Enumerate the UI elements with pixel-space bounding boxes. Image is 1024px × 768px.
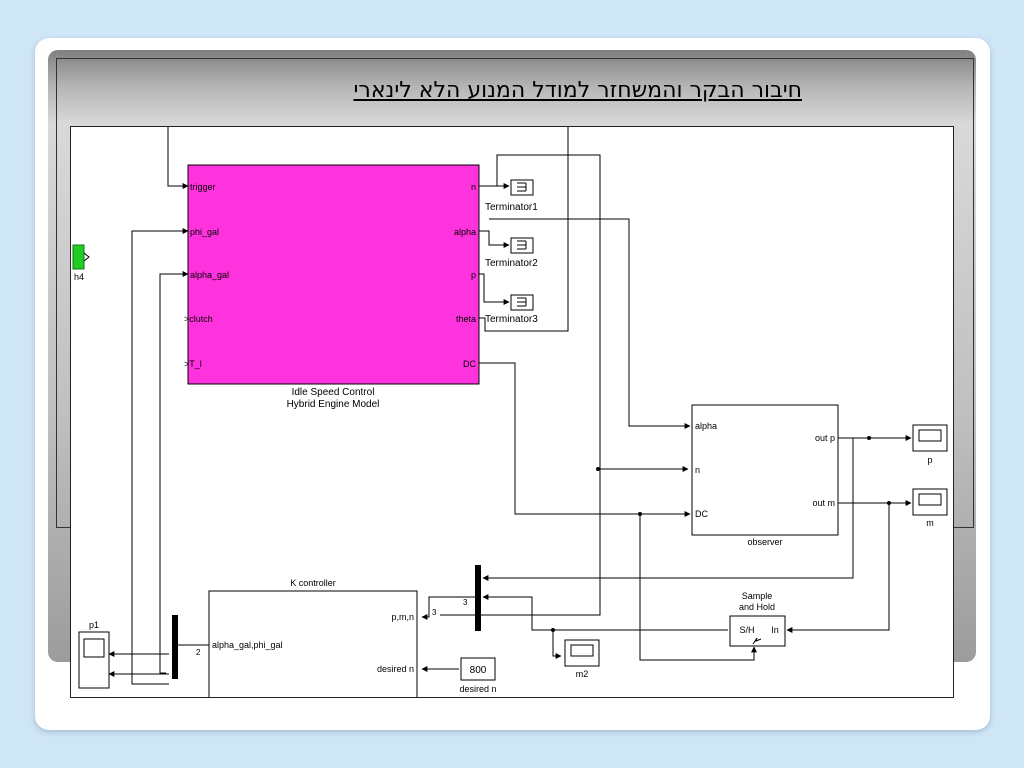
- mux-right-count: 3: [463, 598, 468, 607]
- line-dc-sample: [639, 514, 757, 661]
- scope-icon: [918, 429, 942, 442]
- terminator-icon: [517, 240, 527, 250]
- engine-out-n: n: [471, 182, 476, 192]
- engine-in-alpha-gal: alpha_gal: [190, 270, 229, 280]
- junctions: [551, 436, 891, 632]
- mux-right-count-out: 3: [432, 608, 437, 617]
- terminator-icon: [517, 182, 527, 192]
- constant-block[interactable]: 800 desired n: [459, 657, 497, 694]
- line-mux-kcontroller: [421, 596, 476, 620]
- engine-caption-1: Idle Speed Control: [292, 387, 375, 398]
- line-outm-sample: [786, 503, 890, 633]
- engine-out-p: p: [471, 270, 476, 280]
- observer-out-m: out m: [812, 498, 835, 508]
- engine-in-trigger: trigger: [190, 182, 216, 192]
- scope-m2-label: m2: [576, 669, 589, 679]
- observer-body[interactable]: [691, 404, 839, 536]
- sample-hold-caption-1: Sample: [742, 591, 773, 601]
- line-theta: [479, 127, 569, 332]
- scope-icon: [83, 638, 105, 658]
- scope-m-label: m: [926, 518, 934, 528]
- sample-hold-caption-2: and Hold: [739, 602, 775, 612]
- terminator-3-label: Terminator3: [485, 314, 538, 325]
- line-sh-m2: [552, 630, 562, 659]
- scope-p1-label: p1: [89, 620, 99, 630]
- line-alpha-gal: [159, 271, 189, 674]
- line-sh-mux: [482, 594, 728, 631]
- scope-icon: [918, 493, 942, 506]
- sample-hold-in: In: [771, 625, 779, 635]
- observer-out-p: out p: [815, 433, 835, 443]
- engine-in-tl: >T_l: [184, 359, 202, 369]
- scope-p[interactable]: p: [912, 424, 948, 465]
- terminator-1[interactable]: Terminator1: [485, 179, 538, 213]
- constant-caption: desired n: [459, 684, 496, 694]
- h4-label: h4: [74, 272, 84, 282]
- sample-hold-body[interactable]: [729, 615, 786, 647]
- k-controller-body[interactable]: [208, 590, 418, 698]
- scope-m2[interactable]: m2: [564, 639, 600, 679]
- observer-in-alpha: alpha: [695, 421, 717, 431]
- line-alpha-observer: [489, 218, 691, 429]
- engine-block[interactable]: trigger phi_gal alpha_gal >clutch >T_l n…: [184, 164, 480, 410]
- scope-p-label: p: [927, 455, 932, 465]
- observer-block[interactable]: alpha n DC out p out m observer: [691, 404, 839, 547]
- line-trigger: [167, 127, 189, 189]
- engine-out-alpha: alpha: [454, 227, 476, 237]
- diagram-svg: trigger phi_gal alpha_gal >clutch >T_l n…: [72, 127, 948, 698]
- mux-left-count: 2: [196, 648, 201, 657]
- observer-caption: observer: [747, 537, 782, 547]
- line-outp-mux: [482, 438, 854, 581]
- k-controller-block[interactable]: K controller p,m,n desired n alpha_gal,p…: [208, 578, 418, 698]
- trigger-edge-icon: [752, 637, 762, 645]
- sample-hold-block[interactable]: Sample and Hold S/H In: [729, 591, 786, 647]
- mux-left-bar[interactable]: [172, 615, 178, 679]
- k-controller-in-pmn: p,m,n: [391, 612, 414, 622]
- engine-in-phi-gal: phi_gal: [190, 227, 219, 237]
- signal-lines: [108, 127, 912, 685]
- engine-out-dc: DC: [463, 359, 476, 369]
- engine-block-body[interactable]: [187, 164, 480, 385]
- observer-in-dc: DC: [695, 509, 708, 519]
- terminator-1-label: Terminator1: [485, 202, 538, 213]
- simulink-diagram: trigger phi_gal alpha_gal >clutch >T_l n…: [70, 126, 954, 698]
- mux-right[interactable]: 3 3: [432, 565, 481, 631]
- scope-icon: [570, 644, 594, 657]
- scope-m[interactable]: m: [912, 488, 948, 528]
- engine-in-clutch: >clutch: [184, 314, 213, 324]
- k-controller-caption: K controller: [290, 578, 336, 588]
- terminator-2-label: Terminator2: [485, 258, 538, 269]
- engine-caption-2: Hybrid Engine Model: [287, 399, 380, 410]
- line-alpha-term: [479, 230, 510, 248]
- h4-port-icon: [83, 252, 90, 262]
- line-phi-gal: [131, 228, 189, 685]
- k-controller-out: alpha_gal,phi_gal: [212, 640, 283, 650]
- terminator-icon: [517, 297, 527, 307]
- terminator-2[interactable]: Terminator2: [485, 237, 538, 269]
- line-p-term: [479, 273, 510, 305]
- engine-out-theta: theta: [456, 314, 476, 324]
- line-n-feed: [440, 154, 601, 616]
- terminator-3[interactable]: Terminator3: [485, 294, 538, 325]
- observer-in-n: n: [695, 465, 700, 475]
- mux-left[interactable]: 2: [172, 615, 201, 679]
- line-dc-observer: [479, 362, 691, 517]
- h4-block-body[interactable]: [72, 244, 85, 270]
- scope-p1[interactable]: p1: [78, 620, 110, 689]
- slide-title: חיבור הבקר והמשחזר למודל המנוע הלא לינאר…: [353, 78, 802, 103]
- h4-block[interactable]: h4: [72, 244, 90, 282]
- mux-right-bar[interactable]: [475, 565, 481, 631]
- k-controller-in-desired: desired n: [377, 664, 414, 674]
- sample-hold-sh: S/H: [739, 625, 754, 635]
- constant-body[interactable]: [460, 657, 496, 681]
- constant-value: 800: [470, 665, 487, 676]
